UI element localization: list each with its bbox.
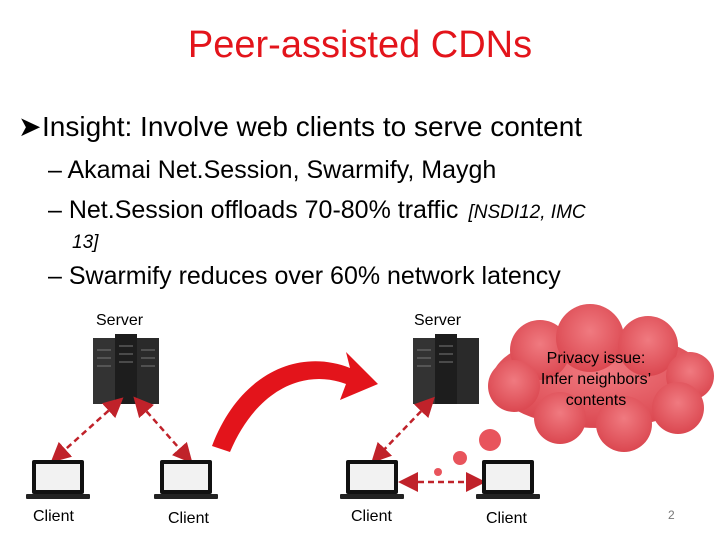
- arrow-bullet-icon: ➤: [18, 111, 42, 142]
- bubble-small: [434, 468, 442, 476]
- main-bullet-text: Insight: Involve web clients to serve co…: [42, 111, 583, 142]
- bubble-medium: [453, 451, 467, 465]
- right-server-icon: [413, 334, 479, 404]
- laptop-icon-4: [476, 460, 540, 499]
- right-server-label: Server: [414, 312, 462, 329]
- transition-arrow-icon: [212, 352, 378, 452]
- cloud-line-3: contents: [565, 392, 627, 409]
- client-label-4: Client: [486, 510, 527, 527]
- subbullet-netsession: – Net.Session offloads 70-80% traffic [NS…: [48, 196, 586, 225]
- privacy-cloud: [488, 304, 714, 452]
- left-server-icon: [93, 334, 159, 404]
- page-number: 2: [668, 508, 675, 522]
- subbullet-netsession-text: – Net.Session offloads 70-80% traffic: [48, 196, 459, 224]
- client-label-3: Client: [351, 508, 392, 525]
- left-server-label: Server: [96, 312, 144, 329]
- laptop-icon-2: [154, 460, 218, 499]
- right-link-client3: [371, 396, 435, 464]
- left-link-client2: [133, 396, 193, 464]
- citation-continued: 13]: [72, 232, 99, 253]
- slide-title: Peer-assisted CDNs: [187, 24, 533, 66]
- left-link-client1: [50, 397, 124, 463]
- bubble-large: [479, 429, 501, 451]
- laptop-icon-3: [340, 460, 404, 499]
- cloud-line-1: Privacy issue:: [546, 350, 646, 367]
- subbullet-akamai: – Akamai Net.Session, Swarmify, Maygh: [48, 156, 497, 184]
- citation: [NSDI12, IMC: [468, 202, 586, 223]
- client-label-1: Client: [33, 508, 74, 525]
- cloud-line-2: Infer neighbors’: [540, 371, 652, 388]
- privacy-cloud-text: Privacy issue: Infer neighbors’ contents: [496, 348, 696, 411]
- main-bullet: ➤Insight: Involve web clients to serve c…: [18, 110, 582, 143]
- client-label-2: Client: [168, 510, 209, 527]
- laptop-icon-1: [26, 460, 90, 499]
- subbullet-swarmify: – Swarmify reduces over 60% network late…: [48, 262, 561, 290]
